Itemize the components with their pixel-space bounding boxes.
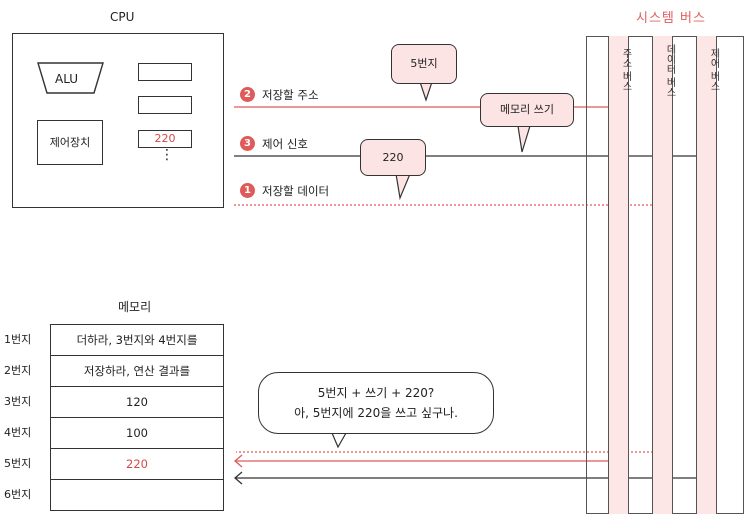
address-bubble: 5번지 — [391, 44, 457, 84]
control-bus-lane — [696, 36, 717, 514]
register-value: 220 — [138, 130, 192, 148]
address-bus-label: 주소 버스 — [620, 48, 631, 92]
thought-line-1: 5번지 + 쓰기 + 220? — [317, 386, 435, 400]
memory-row: 더하라, 3번지와 4번지를 — [51, 325, 223, 356]
control-unit: 제어장치 — [37, 120, 103, 165]
cpu-title: CPU — [110, 10, 135, 24]
data-bus-label: 데이터 버스 — [664, 44, 675, 98]
memory-thought-bubble: 5번지 + 쓰기 + 220? 아, 5번지에 220을 쓰고 싶구나. — [258, 372, 494, 434]
memory-row-target: 220 — [51, 449, 223, 480]
address-bus-lane — [608, 36, 629, 514]
memory-address: 1번지 — [4, 333, 32, 346]
data-bubble: 220 — [360, 139, 426, 176]
memory-table: 더하라, 3번지와 4번지를 저장하라, 연산 결과를 120 100 220 — [50, 324, 224, 511]
step-2-badge: 2 — [240, 87, 255, 102]
memory-title: 메모리 — [118, 300, 152, 314]
memory-row — [51, 480, 223, 511]
address-signal-label: 저장할 주소 — [262, 88, 319, 102]
memory-address: 4번지 — [4, 426, 32, 439]
memory-row: 저장하라, 연산 결과를 — [51, 356, 223, 387]
step-1-badge: 1 — [240, 183, 255, 198]
thought-line-2: 아, 5번지에 220을 쓰고 싶구나. — [294, 406, 458, 420]
memory-address: 6번지 — [4, 488, 32, 501]
data-signal-label: 저장할 데이터 — [262, 184, 330, 198]
register-1 — [138, 63, 192, 81]
alu-shape — [37, 62, 104, 94]
memory-arrowhead — [234, 454, 243, 468]
memory-row: 100 — [51, 418, 223, 449]
memory-address: 3번지 — [4, 395, 32, 408]
system-bus-title: 시스템 버스 — [636, 11, 706, 26]
control-bus-label: 제어 버스 — [708, 48, 719, 92]
data-signal-line — [234, 204, 663, 453]
memory-row: 120 — [51, 387, 223, 418]
memory-address: 2번지 — [4, 364, 32, 377]
memory-address: 5번지 — [4, 457, 32, 470]
control-arrowhead — [234, 471, 243, 485]
data-bus-lane — [652, 36, 673, 514]
memory-write-bubble: 메모리 쓰기 — [480, 93, 574, 127]
cpu-box — [12, 33, 224, 208]
step-3-badge: 3 — [240, 136, 255, 151]
control-signal-label: 제어 신호 — [262, 137, 308, 151]
alu-label: ALU — [55, 72, 79, 86]
register-2 — [138, 96, 192, 114]
